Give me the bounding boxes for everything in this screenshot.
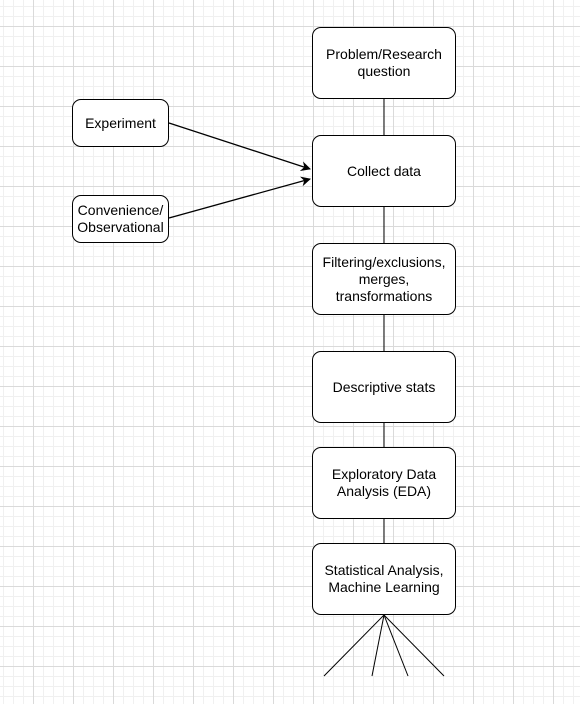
node-collect-data[interactable]: Collect data [312, 135, 456, 207]
node-experiment[interactable]: Experiment [72, 99, 169, 147]
edge-experiment-collect-arrow [168, 122, 311, 171]
fan-out-line-4 [383, 614, 445, 677]
fan-out-lines [323, 614, 445, 677]
node-label: Descriptive stats [332, 378, 436, 395]
node-label: Filtering/exclusions, merges, transforma… [322, 253, 446, 304]
node-label: Problem/Research question [326, 46, 442, 79]
node-exploratory-data-analysis[interactable]: Exploratory Data Analysis (EDA) [312, 447, 456, 519]
fan-out-line-2 [371, 614, 385, 677]
node-label: Experiment [85, 114, 156, 131]
node-problem-research-question[interactable]: Problem/Research question [312, 27, 456, 99]
fan-out-line-1 [323, 614, 385, 677]
node-descriptive-stats[interactable]: Descriptive stats [312, 351, 456, 423]
node-label: Statistical Analysis, Machine Learning [324, 562, 444, 595]
edge-convenience-collect-arrow [168, 176, 311, 219]
node-convenience-observational[interactable]: Convenience/ Observational [72, 195, 169, 243]
node-filtering[interactable]: Filtering/exclusions, merges, transforma… [312, 243, 456, 315]
node-label: Collect data [347, 162, 421, 179]
node-label: Convenience/ Observational [77, 202, 164, 235]
fan-out-line-3 [383, 614, 409, 677]
node-statistical-analysis[interactable]: Statistical Analysis, Machine Learning [312, 543, 456, 615]
node-label: Exploratory Data Analysis (EDA) [331, 466, 437, 499]
